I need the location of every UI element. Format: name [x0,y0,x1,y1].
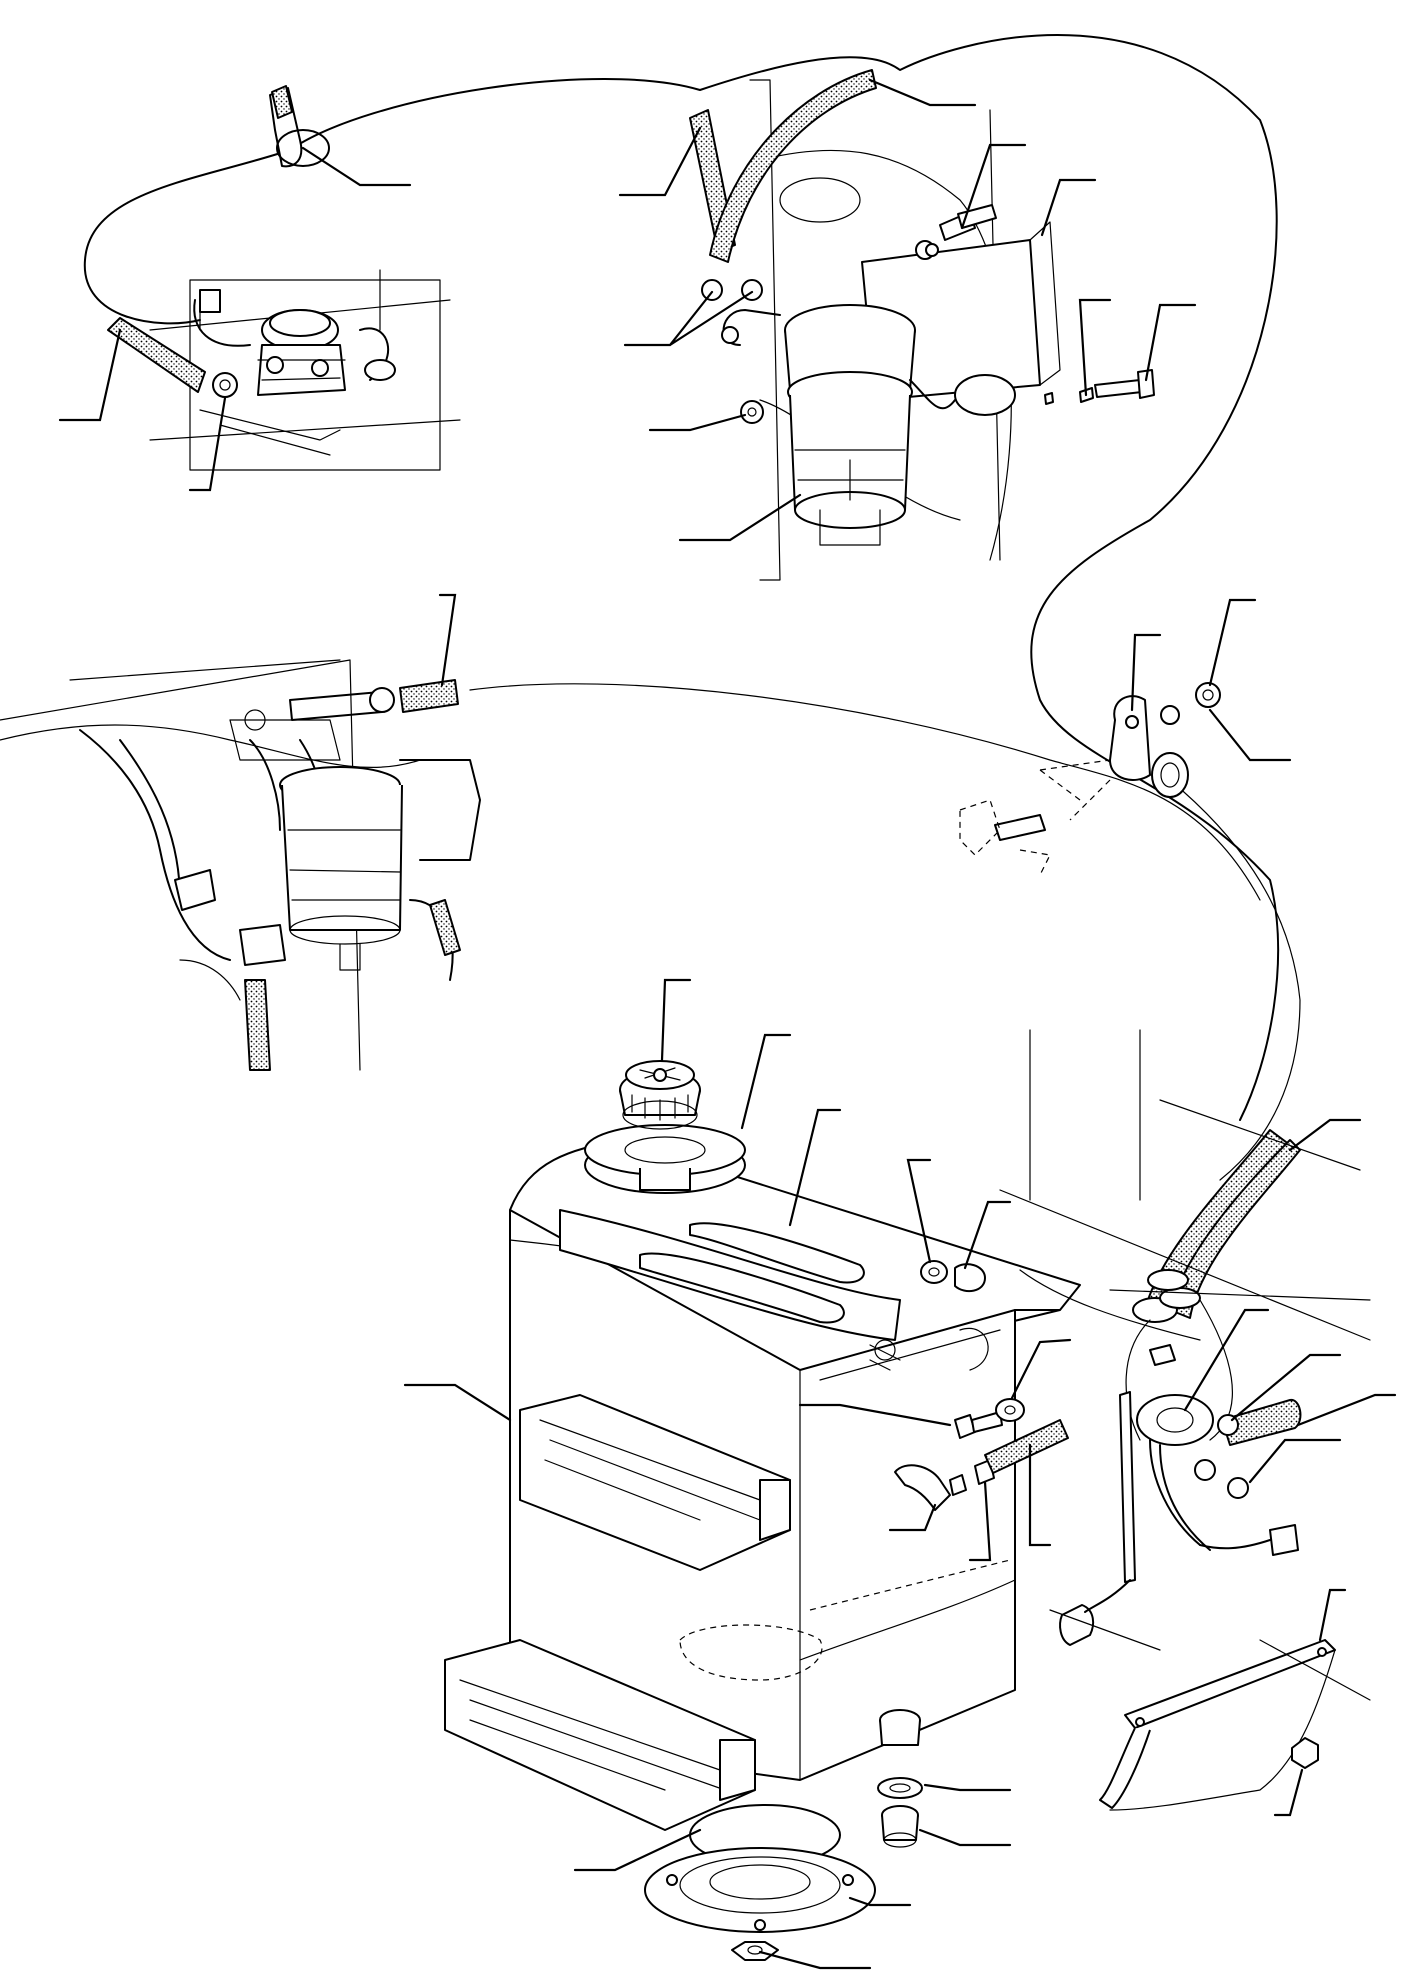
fuel-filter-assembly [721,79,1155,581]
return-hose-and-sender [999,1029,1371,1646]
lift-pump-assembly [107,269,461,471]
filter-hoses [689,69,877,424]
mounting-bracket [959,682,1221,876]
callout-leaders [58,78,1397,1970]
tank-steps [444,1394,791,1831]
engine-filter-assembly [0,659,481,1071]
fuel-lines [83,34,1301,1181]
heat-shield [1049,1609,1371,1811]
drain-parts [877,1709,923,1848]
hose-clip [269,85,330,168]
sender-flange [644,1804,876,1961]
tank-fittings [894,1260,1069,1511]
filler-cap-assembly [584,1060,746,1194]
